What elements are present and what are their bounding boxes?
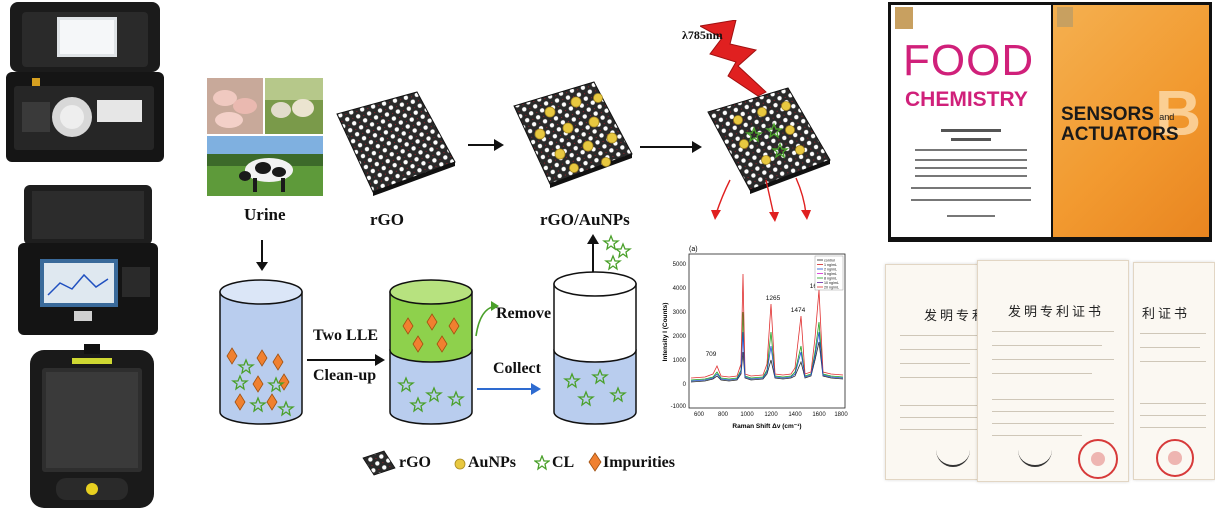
remove-arrow [475,301,499,337]
signature [1018,447,1052,467]
ytick: 5000 [673,262,687,268]
cert-title-left: 发明专利 [924,309,989,324]
patent-certificates: 发明专利 发明专利证书 利证书 [885,256,1215,482]
rgo-legend-icon [362,450,396,476]
sensors-b-letter: B [1155,77,1202,149]
rgo-aunps-sheet [513,81,633,188]
spectrum-legend-item: control [824,259,835,263]
xtick: 1400 [788,412,802,418]
chemistry-title: CHEMISTRY [905,88,1028,111]
spectrum-legend-item: 2 ng/mL [824,268,837,272]
clean-up-label: Clean-up [313,367,377,384]
arrow-aunps-to-detection [640,141,702,153]
arrow-lle [307,354,385,366]
actuators-title: ACTUATORS [1061,124,1179,145]
xtick: 1600 [812,412,826,418]
trace-high [690,273,844,379]
ytick: 2000 [673,334,687,340]
food-chemistry-cover: FOOD CHEMISTRY [891,5,1051,237]
trace-blue [690,331,844,382]
sensors-word: SENSORS [1061,104,1154,125]
journal-covers: FOOD CHEMISTRY B SENSORS and ACTUATORS [888,2,1212,242]
signature [936,447,970,467]
two-phase-cylinder [389,279,473,425]
rgo-sheet [336,91,456,196]
remove-label: Remove [496,305,552,322]
collected-cylinder [553,271,637,425]
raman-spectrum-panel: (a) 5000 4000 3000 2000 1000 0 -1000 600… [655,242,855,434]
sensors-actuators-cover: B SENSORS and ACTUATORS [1053,5,1209,237]
rgo-legend-label: rGO [399,454,431,471]
collect-arrow [477,383,541,395]
raman-device-case-1 [2,2,167,170]
xtick: 1800 [834,412,848,418]
spectrum-legend-item: 20 ng/mL [824,286,839,290]
aunps-legend-label: AuNPs [468,454,517,471]
arrow-rgo-to-aunps [468,139,504,151]
peak-label: 1474 [791,307,806,314]
elsevier-logo [895,7,913,29]
handheld-raman-device [28,344,156,510]
raman-spectrum-svg: (a) 5000 4000 3000 2000 1000 0 -1000 600… [662,246,848,430]
ytick: -1000 [671,404,687,410]
patent-certificate-middle: 发明专利证书 [977,260,1129,482]
ytick: 3000 [673,310,687,316]
aunps-legend-icon [454,458,466,470]
impurities-legend-label: Impurities [603,454,675,471]
cert-title-middle: 发明专利证书 [1008,305,1105,320]
spectrum-legend-item: 10 ng/mL [824,281,839,285]
animal-photos [207,78,323,196]
trace-mid [690,311,844,381]
spectrum-legend-item: 5 ng/mL [824,272,837,276]
ytick: 4000 [673,286,687,292]
food-title: FOOD [903,36,1035,85]
rgo-label: rGO [370,210,404,229]
impurities-legend-icon [588,452,602,472]
patent-certificate-left: 发明专利 [885,264,993,480]
urine-cylinder [219,279,303,425]
collect-label: Collect [493,360,541,377]
xtick: 1000 [740,412,754,418]
elsevier-logo [1057,7,1073,27]
rgo-aunps-label: rGO/AuNPs [540,210,630,229]
red-seal [1078,439,1118,479]
spectrum-panel-label: (a) [689,246,698,253]
trace-control [690,341,844,383]
xtick: 800 [718,412,729,418]
cert-title-right: 利证书 [1142,307,1191,322]
peak-label: 1265 [766,295,781,302]
laser-detection-sheet [700,20,831,222]
ytick: 1000 [673,358,687,364]
spectrum-legend-item: 1 ng/mL [824,263,837,267]
cl-legend-icon [534,455,550,471]
sensors-and-word: and [1159,112,1175,122]
two-lle-label: Two LLE [313,327,379,344]
xtick: 600 [694,412,705,418]
arrow-down-urine [256,240,268,271]
spectrum-xlabel: Raman Shift Δν (cm⁻¹) [732,423,801,430]
red-seal [1156,439,1194,477]
raman-device-case-2 [14,183,162,338]
legend: rGO AuNPs CL Impurities [362,446,682,480]
arrow-up-cl [587,234,632,272]
patent-certificate-right: 利证书 [1133,262,1215,480]
cover-text-block [911,123,1031,231]
peak-label: 709 [706,351,717,358]
spectrum-legend-item: 8 ng/mL [824,277,837,281]
cl-legend-label: CL [552,454,575,471]
xtick: 1200 [764,412,778,418]
ytick: 0 [683,382,687,388]
laser-wavelength-value: 785nm [687,28,723,42]
spectrum-ylabel: Intensity I (Counts) [662,303,669,362]
sensors-title: SENSORS and [1061,105,1174,124]
urine-label: Urine [244,205,286,224]
laser-wavelength-label: λ785nm [682,28,723,42]
